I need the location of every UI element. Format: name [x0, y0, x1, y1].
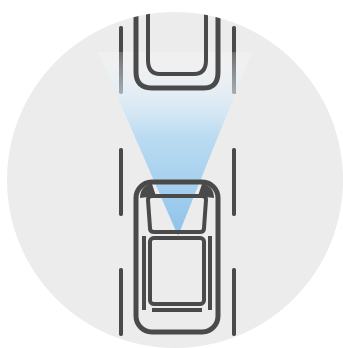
ego-vehicle-icon — [133, 179, 221, 335]
detection-beam-icon — [98, 52, 252, 236]
camera-sensor-icon — [140, 184, 214, 198]
scene — [98, 12, 252, 336]
lead-vehicle-icon — [133, 12, 221, 91]
